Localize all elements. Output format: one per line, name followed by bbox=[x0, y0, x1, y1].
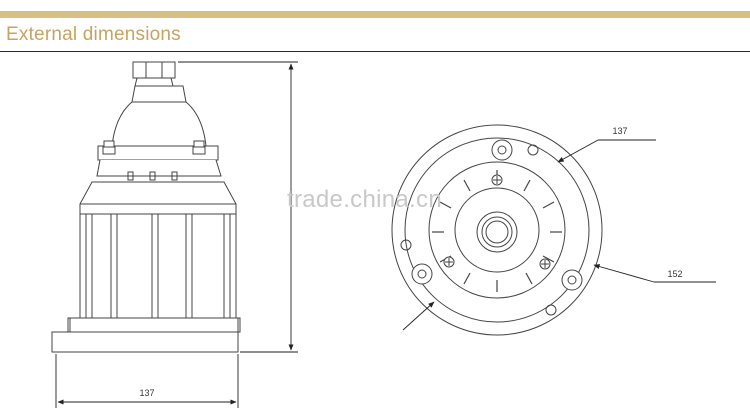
flange-bolt-left bbox=[102, 140, 116, 155]
diameter-leader-left bbox=[402, 301, 435, 331]
inner-rim bbox=[404, 137, 590, 323]
watermark: trade.china.cn bbox=[287, 186, 442, 213]
mounting-lug-left bbox=[411, 263, 433, 285]
screw-right bbox=[539, 258, 551, 270]
header-accent-band bbox=[0, 11, 750, 18]
side-view bbox=[51, 61, 241, 353]
diameter-label-right: 152 bbox=[667, 269, 682, 279]
flange-bolt-right bbox=[192, 140, 206, 155]
dome-housing bbox=[111, 85, 207, 147]
cap-nut bbox=[132, 61, 176, 87]
center-hub bbox=[476, 211, 518, 253]
diameter-label-top: 137 bbox=[612, 126, 627, 136]
grille-ring bbox=[428, 161, 566, 299]
section-title: External dimensions bbox=[6, 24, 181, 45]
base-plate bbox=[51, 331, 239, 353]
guard-bars bbox=[85, 214, 231, 318]
mounting-lug-top bbox=[491, 139, 513, 161]
header-divider bbox=[0, 51, 750, 52]
width-dimension-label: 137 bbox=[139, 388, 154, 398]
diameter-leader-right bbox=[593, 264, 716, 283]
screw-left bbox=[443, 256, 455, 268]
width-dimension bbox=[55, 354, 239, 408]
screw-top bbox=[491, 174, 503, 186]
mounting-lug-right bbox=[561, 269, 583, 291]
height-dimension bbox=[178, 61, 298, 353]
diameter-leader-top bbox=[557, 139, 656, 163]
bottom-view bbox=[391, 124, 603, 336]
base-upper bbox=[67, 317, 241, 333]
